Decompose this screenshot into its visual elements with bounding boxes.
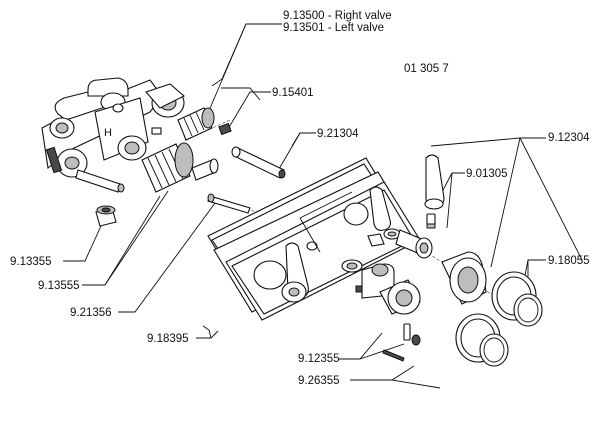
label-9-13555: 9.13555 <box>38 280 80 292</box>
cartridge-right-valve <box>177 107 232 141</box>
nut-9-13355 <box>95 205 117 227</box>
label-9-12304: 9.12304 <box>548 132 590 144</box>
rosette-9-18055 <box>455 271 543 367</box>
extension-rod-9-21304 <box>231 146 286 179</box>
svg-text:H: H <box>104 127 112 139</box>
label-9-21304: 9.21304 <box>317 128 359 140</box>
label-9-13500: 9.13500 - Right valve <box>283 10 392 22</box>
lever-handle-right <box>369 186 391 231</box>
label-9-13355: 9.13355 <box>10 256 52 268</box>
sleeve-9-12304 <box>441 251 487 305</box>
cartridge-9-13555 <box>141 142 219 193</box>
connector-parts <box>341 213 436 293</box>
label-9-21356: 9.21356 <box>70 307 112 319</box>
drawing-number: 01 305 7 <box>404 63 449 75</box>
valve-body-assembly: H <box>41 77 185 193</box>
screw-9-21356 <box>207 193 251 214</box>
label-9-18395: 9.18395 <box>147 333 189 345</box>
wall-plate-9-18395 <box>207 157 421 321</box>
label-9-18055: 9.18055 <box>548 255 590 267</box>
label-9-01305: 9.01305 <box>466 168 508 180</box>
lever-handle-left <box>281 242 309 303</box>
label-9-26355: 9.26355 <box>298 375 340 387</box>
knob-9-01305 <box>424 154 445 210</box>
label-9-13501: 9.13501 - Left valve <box>283 22 384 34</box>
leader-lines <box>63 23 583 389</box>
label-9-15401: 9.15401 <box>272 87 314 99</box>
cartridge-9-12355 <box>361 263 421 362</box>
label-9-12355: 9.12355 <box>298 353 340 365</box>
